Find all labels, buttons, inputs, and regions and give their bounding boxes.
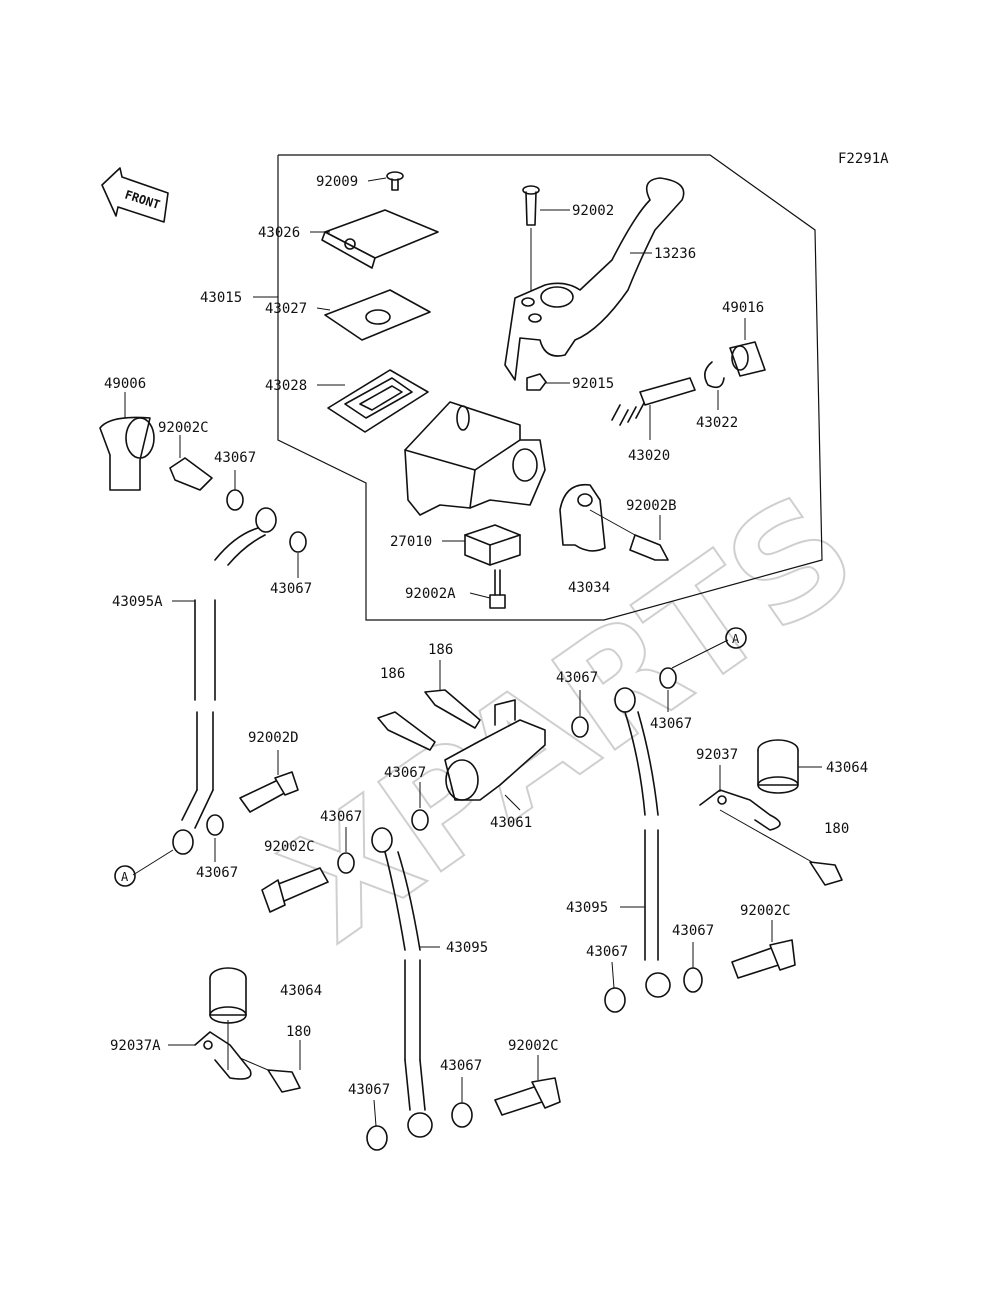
part-label[interactable]: 92002D <box>248 730 299 746</box>
part-label[interactable]: 27010 <box>390 534 432 550</box>
part-label[interactable]: 92002B <box>626 498 677 514</box>
diaphragm-plate-icon <box>324 289 431 341</box>
brake-hose-a-icon <box>172 507 277 855</box>
front-arrow-icon: FRONT <box>101 167 169 223</box>
assembly-frame <box>277 154 823 621</box>
part-label[interactable]: 186 <box>380 666 405 682</box>
part-label[interactable]: 92002C <box>740 903 791 919</box>
part-label[interactable]: 43067 <box>384 765 426 781</box>
banjo-bolt-icon <box>169 457 213 491</box>
svg-text:A: A <box>121 870 129 884</box>
part-label[interactable]: 43015 <box>200 290 242 306</box>
part-label[interactable]: 43064 <box>280 983 322 999</box>
part-label[interactable]: 43067 <box>556 670 598 686</box>
banjo-bolt-mid-icon <box>261 867 329 913</box>
nut-icon <box>526 373 547 391</box>
part-label[interactable]: 43020 <box>628 448 670 464</box>
part-label[interactable]: 92002C <box>264 839 315 855</box>
part-label[interactable]: 186 <box>428 642 453 658</box>
screw-92009-icon <box>386 171 404 191</box>
part-label[interactable]: 43067 <box>270 581 312 597</box>
part-labels: 92009 43026 43015 43027 43028 92002 1323… <box>104 174 868 1098</box>
part-label[interactable]: 92002 <box>572 203 614 219</box>
ref-marker-a-right: A <box>725 627 747 649</box>
part-label[interactable]: 43067 <box>348 1082 390 1098</box>
bracket-bottom-icon <box>194 1020 252 1080</box>
circlip-icon <box>704 361 725 389</box>
part-label[interactable]: 180 <box>824 821 849 837</box>
part-label[interactable]: 43095 <box>446 940 488 956</box>
brake-hose-b-icon <box>371 827 433 1138</box>
part-label[interactable]: 49016 <box>722 300 764 316</box>
clamp-icon <box>559 483 606 552</box>
joint-bolt-icon <box>239 771 299 813</box>
brake-switch-icon <box>464 524 521 566</box>
part-label[interactable]: 43095A <box>112 594 163 610</box>
part-label[interactable]: 49006 <box>104 376 146 392</box>
part-label[interactable]: 92037A <box>110 1038 161 1054</box>
part-label[interactable]: 92037 <box>696 747 738 763</box>
pivot-bolt-icon <box>522 185 540 300</box>
switch-screw-icon <box>489 569 506 609</box>
reservoir-cap-icon <box>321 209 439 269</box>
part-label[interactable]: 43067 <box>196 865 238 881</box>
part-label[interactable]: 43067 <box>214 450 256 466</box>
part-label[interactable]: 43028 <box>265 378 307 394</box>
part-label[interactable]: 43095 <box>566 900 608 916</box>
banjo-bolt-right-icon <box>731 939 796 979</box>
brake-lever-icon <box>504 177 685 381</box>
banjo-bolt-bottom-icon <box>494 1077 561 1116</box>
part-label[interactable]: 43067 <box>440 1058 482 1074</box>
diaphragm-icon <box>327 369 429 433</box>
part-label[interactable]: 92009 <box>316 174 358 190</box>
bracket-bolt-bottom-icon <box>239 1057 301 1093</box>
boot-icon <box>729 341 766 377</box>
part-label[interactable]: 43061 <box>490 815 532 831</box>
part-label[interactable]: 92002C <box>158 420 209 436</box>
ref-marker-a-left: A <box>114 865 136 887</box>
grommet-bottom-icon <box>209 967 247 1024</box>
banjo-cover-icon <box>99 416 155 491</box>
figure-code: F2291A <box>838 151 889 167</box>
part-label[interactable]: 92015 <box>572 376 614 392</box>
hose-joint-icon <box>444 699 546 801</box>
svg-text:A: A <box>732 632 740 646</box>
bracket-icon <box>699 789 781 831</box>
part-label[interactable]: 43027 <box>265 301 307 317</box>
part-label[interactable]: 43067 <box>672 923 714 939</box>
piston-icon <box>611 377 696 440</box>
part-label[interactable]: 43067 <box>320 809 362 825</box>
part-label[interactable]: 92002C <box>508 1038 559 1054</box>
clamp-bolt-icon <box>629 534 669 561</box>
part-label[interactable]: 43067 <box>650 716 692 732</box>
brake-hose-c-icon <box>614 687 671 998</box>
part-label[interactable]: 180 <box>286 1024 311 1040</box>
pivot-bolts-icon <box>377 689 481 751</box>
part-label[interactable]: 43067 <box>586 944 628 960</box>
part-label[interactable]: 43034 <box>568 580 610 596</box>
part-label[interactable]: 92002A <box>405 586 456 602</box>
master-cylinder-body-icon <box>404 401 546 516</box>
grommet-icon <box>757 739 799 794</box>
part-label[interactable]: 13236 <box>654 246 696 262</box>
part-label[interactable]: 43064 <box>826 760 868 776</box>
bracket-bolt-icon <box>719 809 843 886</box>
part-label[interactable]: 43026 <box>258 225 300 241</box>
part-label[interactable]: 43022 <box>696 415 738 431</box>
